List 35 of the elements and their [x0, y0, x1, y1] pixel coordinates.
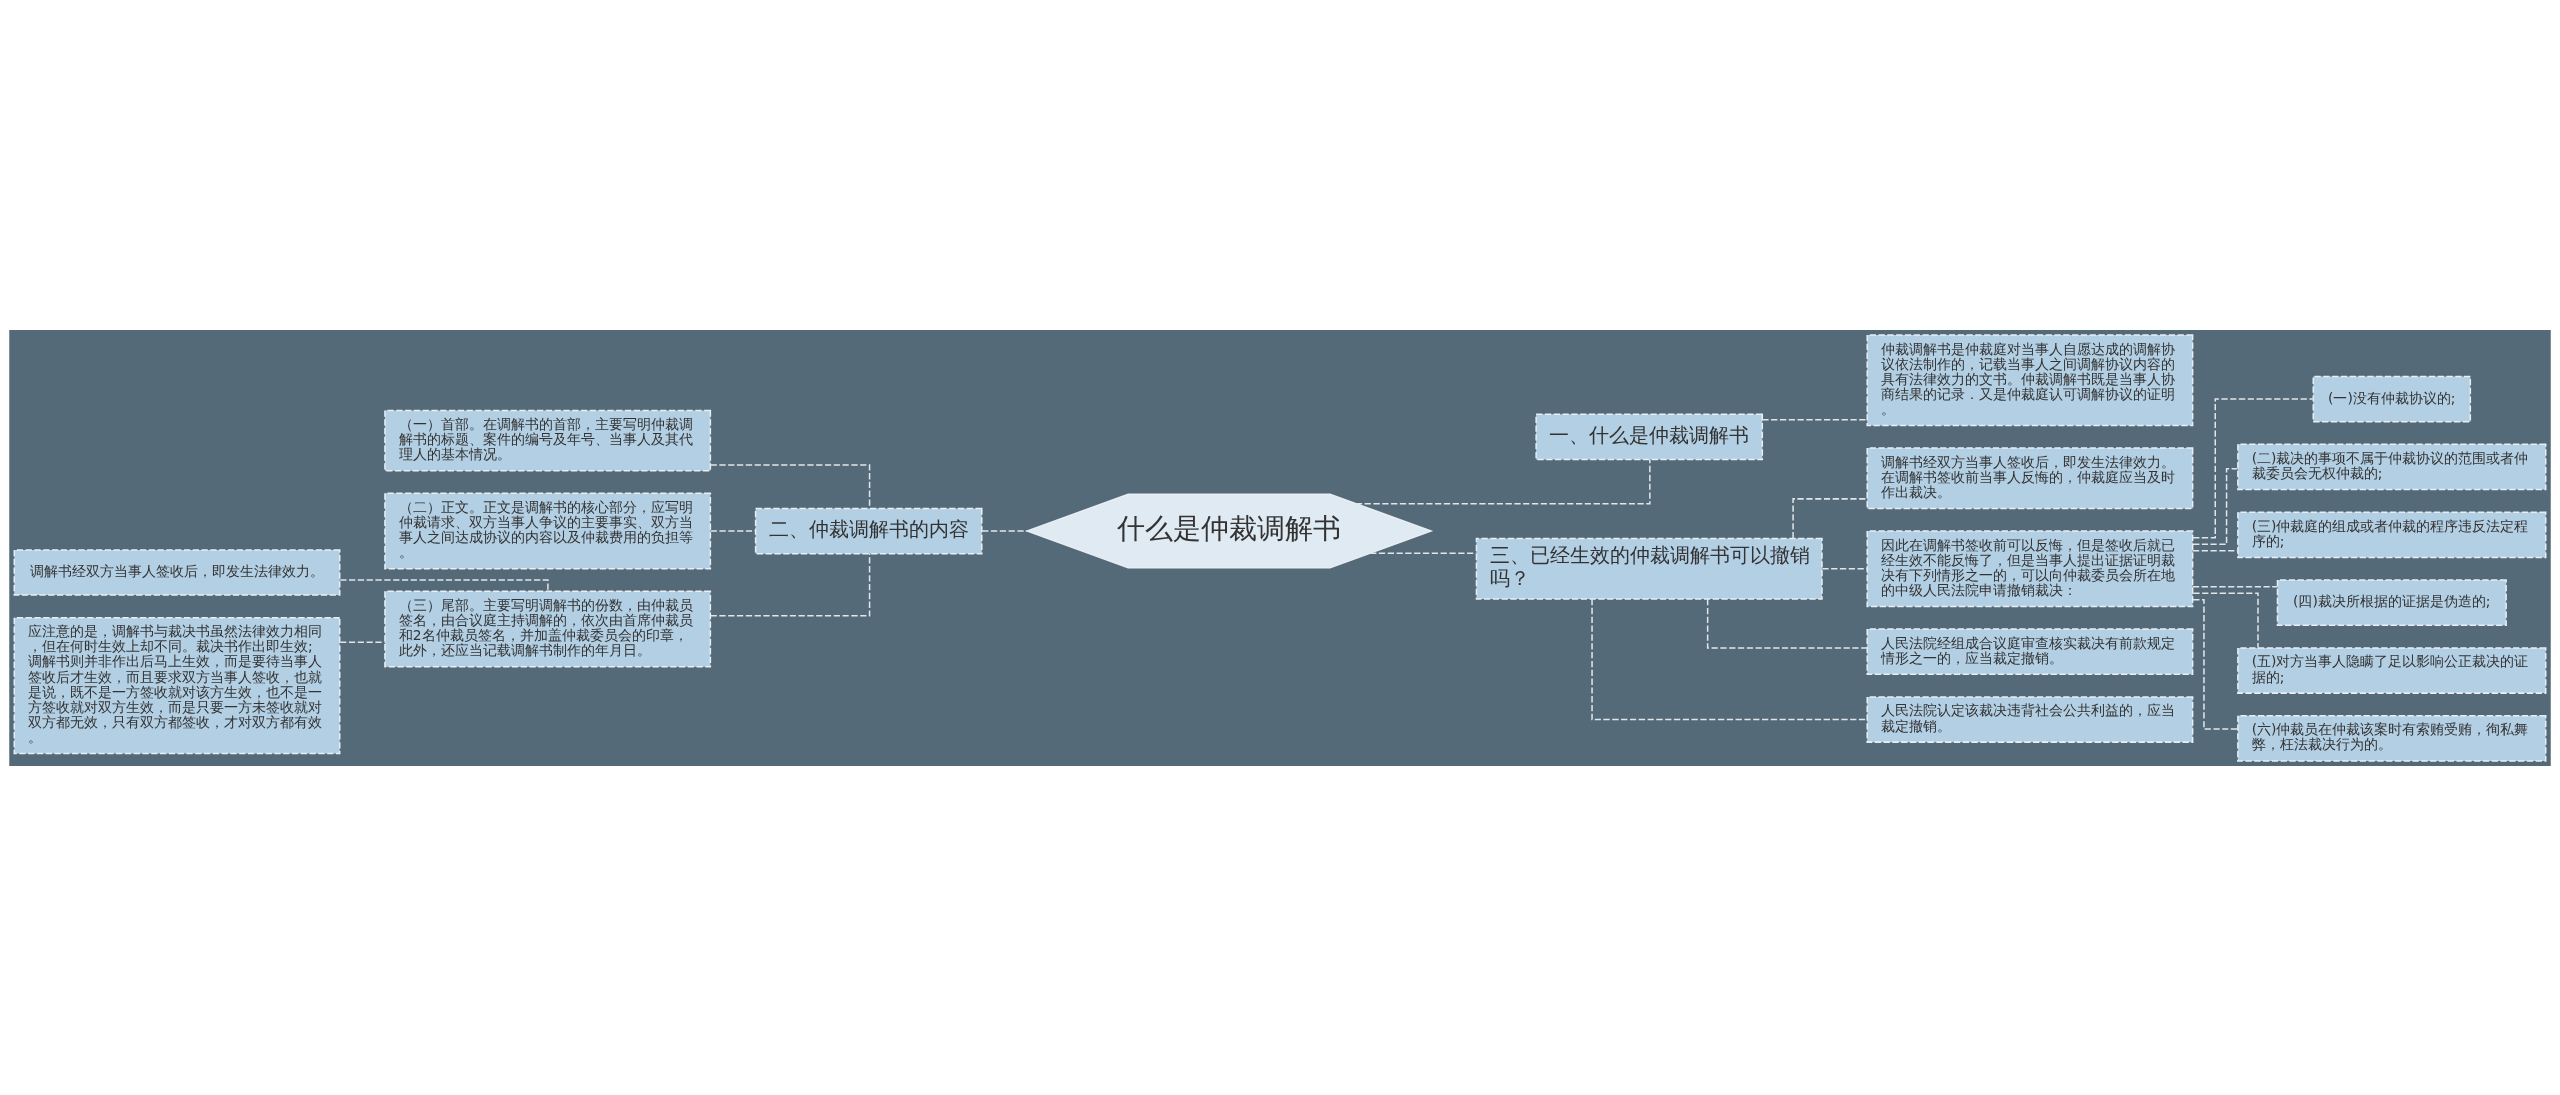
node-box: (三)仲裁庭的组成或者仲裁的程序违反法定程序的;	[2237, 510, 2547, 558]
connector	[709, 529, 757, 532]
node-box: 因此在调解书签收前可以反悔，但是签收后就已经生效不能反悔了，但是当事人提出证据证明裁决有下列情形之一的，可以向仲裁委员会所在地的中级人民法院申请撤销裁决：	[1866, 529, 2194, 607]
node-box: (五)对方当事人隐瞒了足以影响公正裁决的证据的;	[2237, 646, 2547, 694]
connector	[709, 463, 871, 509]
connector	[1591, 598, 1868, 720]
connector	[1761, 418, 1868, 421]
connector	[2192, 585, 2279, 587]
node-box: 调解书经双方当事人签收后，即发生法律效力。	[13, 548, 341, 596]
node-box: （一）首部。在调解书的首部，主要写明仲裁调解书的标题、案件的编号及年号、当事人及其代理人的基本情况。	[384, 409, 712, 471]
node-box: 调解书经双方当事人签收后，即发生法律效力。在调解书签收前当事人反悔的，仲裁庭应当及时作出裁决。	[1866, 446, 2194, 509]
node-box: 二、仲裁调解书的内容	[754, 507, 983, 554]
node-box: 人民法院认定该裁决违背社会公共利益的，应当裁定撤销。	[1866, 695, 2194, 743]
node-box: （二）正文。正文是调解书的核心部分，应写明仲裁请求、双方当事人争议的主要事实、双方当事人之间达成协议的内容以及仲裁费用的负担等。	[384, 492, 712, 569]
connector	[2192, 397, 2314, 538]
connector	[2192, 591, 2259, 648]
connector	[2192, 598, 2239, 730]
node-box: 仲裁调解书是仲裁庭对当事人自愿达成的调解协议依法制作的，记载当事人之间调解协议内容的具有法律效力的文书。仲裁调解书既是当事人协商结果的记录．又是仲裁庭认可调解协议的证明。	[1866, 333, 2194, 426]
node-box: (二)裁决的事项不属于仲裁协议的范围或者仲裁委员会无权仲裁的;	[2237, 443, 2547, 490]
node-box: 应注意的是，调解书与裁决书虽然法律效力相同，但在何时生效上却不同。裁决书作出即生效;调解书则并非作出后马上生效，而是要待当事人签收后才生效，而且要求双方当事人签收，也就是说，既不是一方签收就对该方生效，也不是一方签收就对双方生效，而是只要一方未签收就对双方都无效，只有双方都签收，才对双方都有效。	[13, 616, 341, 754]
node-box: (一)没有仲裁协议的;	[2312, 375, 2472, 422]
node-box: (六)仲裁员在仲裁该案时有索贿受贿，徇私舞弊，枉法裁决行为的。	[2237, 714, 2547, 762]
node-box: 一、什么是仲裁调解书	[1535, 412, 1764, 460]
node-box: (四)裁决所根据的证据是伪造的;	[2276, 578, 2507, 626]
connector	[339, 641, 386, 643]
connector	[981, 529, 1028, 532]
node-box: （三）尾部。主要写明调解书的份数，由仲裁员签名，由合议庭主持调解的，依次由首席仲裁员和2名仲裁员签名，并加盖仲裁委员会的印章，此外，还应当记载调解书制作的年月日。	[384, 590, 712, 667]
connector	[1355, 458, 1651, 504]
connector	[1792, 497, 1868, 539]
connector	[1706, 597, 1868, 649]
connector	[2192, 467, 2239, 545]
connector	[709, 552, 871, 617]
connector	[1821, 567, 1868, 569]
node-box: 人民法院经组成合议庭审查核实裁决有前款规定情形之一的，应当裁定撤销。	[1866, 627, 2194, 675]
node-box: 三、已经生效的仲裁调解书可以撤销吗？	[1475, 537, 1823, 600]
